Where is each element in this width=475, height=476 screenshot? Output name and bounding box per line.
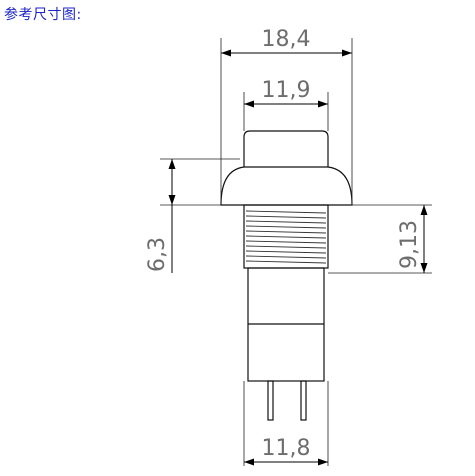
extension-lines [160, 38, 432, 466]
switch-outline [220, 130, 353, 421]
dim-label-9-13: 9,13 [397, 220, 422, 269]
terminal-left [267, 380, 274, 421]
thread-lines [245, 210, 327, 264]
head-flange [220, 166, 353, 206]
dim-label-11-8: 11,8 [262, 436, 311, 461]
dim-label-18-4: 18,4 [262, 27, 311, 52]
button-cap [243, 130, 329, 167]
dim-label-11-9: 11,9 [262, 78, 311, 103]
reference-dimension-title: 参考尺寸图: [4, 7, 82, 23]
terminal-right [300, 380, 307, 421]
dim-label-6-3: 6,3 [145, 237, 170, 272]
